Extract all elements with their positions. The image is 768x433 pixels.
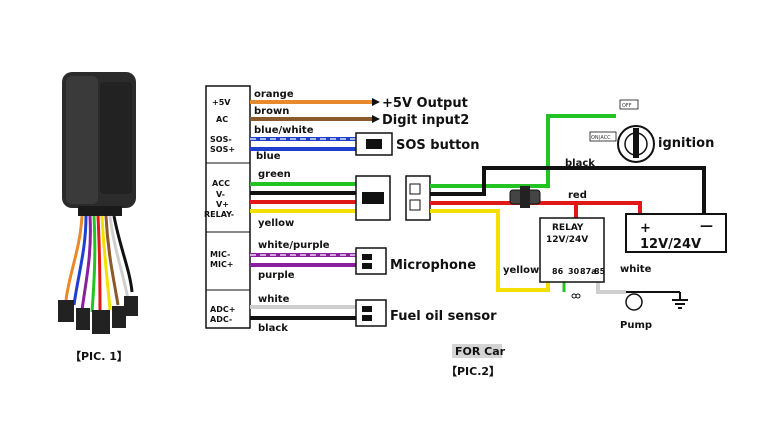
sos-connector: [355, 132, 393, 156]
wire-label-yellow-relay: yellow: [503, 265, 539, 276]
wire-label-purple: purple: [258, 270, 295, 281]
device-battery: 12V/24V: [640, 237, 701, 252]
microphone-connector: [355, 247, 387, 275]
battery-minus: —: [700, 219, 713, 234]
wire-label-yellow: yellow: [258, 218, 294, 229]
wire-label-white: white: [258, 294, 290, 305]
battery-plus: +: [640, 221, 651, 236]
pump-icon: [625, 291, 681, 311]
pin-adc-plus: ADC+: [210, 305, 235, 314]
device-sos-button: SOS button: [396, 138, 479, 153]
fuse-icon: [509, 186, 541, 208]
pin-mic-plus: MIC+: [210, 260, 234, 269]
cut-scissors-icon: [571, 293, 581, 299]
wire-label-blue-white: blue/white: [254, 125, 314, 136]
pin-sos-plus: SOS+: [210, 145, 235, 154]
pin-mic-minus: MIC-: [210, 250, 230, 259]
ground-icon: [672, 299, 688, 309]
key-on-label: ON|ACC: [591, 135, 611, 141]
battery-icon: [625, 213, 727, 253]
pin-v-plus: V+: [216, 200, 229, 209]
relay-voltage: 12V/24V: [546, 235, 588, 245]
fuel-sensor-connector: [355, 299, 387, 327]
pin-5v: +5V: [212, 98, 231, 107]
device-ignition: ignition: [658, 136, 714, 151]
key-off-label: OFF: [622, 103, 632, 109]
relay-box: [539, 217, 605, 283]
wire-label-green: green: [258, 169, 291, 180]
pin-relay-minus: RELAY-: [204, 210, 234, 219]
power-connector-pair: [355, 175, 431, 221]
pin-v-minus: V-: [216, 190, 225, 199]
pin-ac: AC: [216, 115, 228, 124]
relay-pin-85: 85: [594, 267, 606, 276]
pic1-caption: 【PIC. 1】: [70, 350, 128, 363]
wire-label-white-pump: white: [620, 264, 652, 275]
device-5v-output: +5V Output: [382, 96, 468, 111]
harness-connector: [205, 85, 251, 329]
gps-tracker-device: [58, 72, 138, 334]
wire-label-white-purple: white/purple: [258, 240, 330, 251]
pin-adc-minus: ADC-: [210, 315, 232, 324]
device-fuel-oil-sensor: Fuel oil sensor: [390, 309, 497, 324]
wire-label-black-ignition: black: [565, 158, 595, 169]
wire-label-brown: brown: [254, 106, 289, 117]
wire-label-red: red: [568, 190, 587, 201]
relay-pin-30: 30: [568, 267, 580, 276]
device-digit-input2: Digit input2: [382, 113, 469, 128]
pin-sos-minus: SOS-: [210, 135, 232, 144]
ignition-key-icon: [589, 99, 655, 163]
for-car-label: FOR Car: [455, 345, 506, 358]
relay-pin-86: 86: [552, 267, 564, 276]
relay-title: RELAY: [552, 223, 584, 233]
device-microphone: Microphone: [390, 258, 476, 273]
wire-label-blue: blue: [256, 151, 281, 162]
wire-label-black: black: [258, 323, 288, 334]
wire-label-orange: orange: [254, 89, 294, 100]
device-pump: Pump: [620, 320, 652, 331]
pic2-caption: 【PIC.2】: [446, 365, 500, 378]
pin-acc: ACC: [212, 179, 230, 188]
relay-pin-87a: 87a: [580, 267, 597, 276]
